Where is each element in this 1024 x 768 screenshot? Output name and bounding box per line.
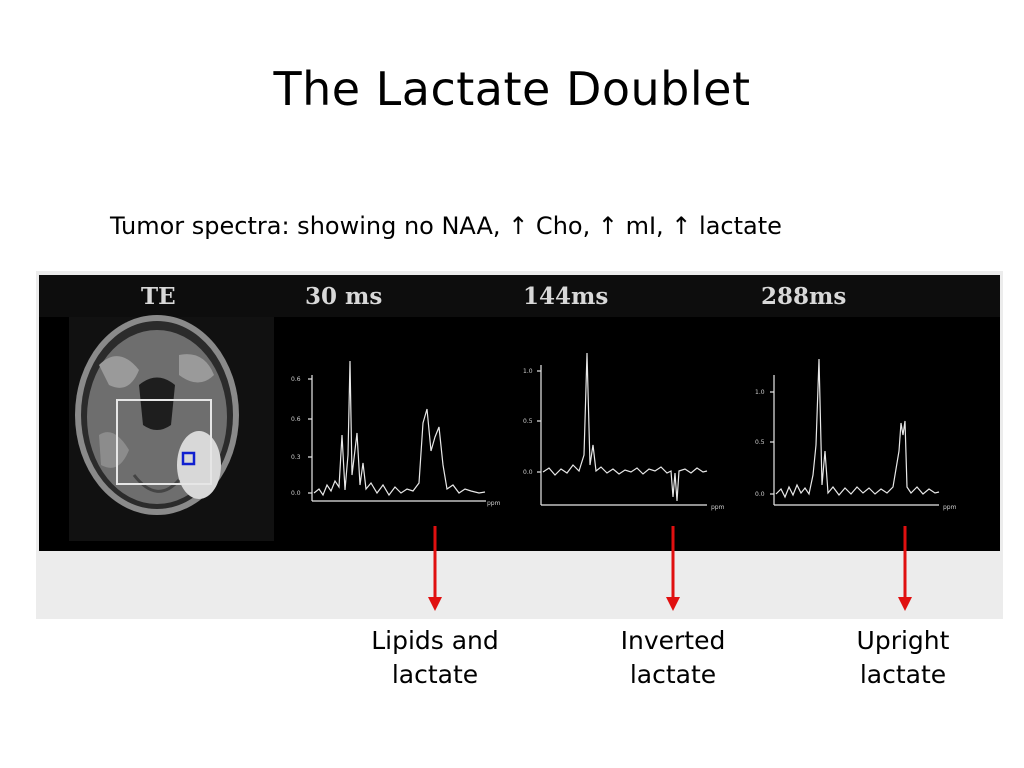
te-30-header: 30 ms — [305, 283, 383, 310]
te-288-header: 288ms — [761, 283, 847, 310]
label-inverted-lactate-line1: Inverted — [620, 626, 726, 655]
mrs-figure: TE 30 ms 144ms 288ms — [36, 271, 1003, 619]
label-lipids-lactate: Lipids and lactate — [355, 624, 515, 692]
spec1-ytick-2: 0.6 — [291, 416, 301, 423]
te-header-strip — [39, 275, 1000, 317]
arrow-lipids-lactate — [428, 526, 442, 611]
slide-title: The Lactate Doublet — [273, 62, 751, 116]
roi-voxel — [181, 451, 196, 466]
spec2-ytick-1: 1.0 — [523, 368, 533, 375]
spectrum-te-30 — [308, 360, 486, 502]
label-lipids-lactate-line2: lactate — [391, 660, 479, 689]
spec3-ytick-3: 0.0 — [755, 491, 765, 498]
spec1-xunit: ppm — [487, 500, 501, 507]
spec3-xunit: ppm — [943, 504, 957, 511]
spec2-ytick-3: 0.0 — [523, 469, 533, 476]
spec3-ytick-1: 1.0 — [755, 389, 765, 396]
label-lipids-lactate-line1: Lipids and — [371, 626, 499, 655]
te-144-header: 144ms — [523, 283, 609, 310]
slide-subtitle: Tumor spectra: showing no NAA, ↑ Cho, ↑ … — [110, 212, 782, 240]
label-upright-lactate-line2: lactate — [859, 660, 947, 689]
spec2-xunit: ppm — [711, 504, 725, 511]
arrow-upright-lactate — [898, 526, 912, 611]
label-inverted-lactate: Inverted lactate — [593, 624, 753, 692]
spectrum-te-288 — [770, 358, 940, 506]
brain-mri-image — [69, 315, 274, 541]
spectrum-te-144 — [537, 352, 708, 506]
arrow-inverted-lactate — [666, 526, 680, 611]
spec1-ytick-4: 0.0 — [291, 490, 301, 497]
spectra-graphics: 0.6 0.6 0.3 0.0 ppm 1.0 0.5 0.0 ppm — [69, 315, 957, 541]
label-upright-lactate: Upright lactate — [823, 624, 983, 692]
label-upright-lactate-line1: Upright — [856, 626, 950, 655]
te-header: TE — [141, 283, 176, 310]
spec3-ytick-2: 0.5 — [755, 439, 765, 446]
spec2-ytick-2: 0.5 — [523, 418, 533, 425]
spec1-ytick-1: 0.6 — [291, 376, 301, 383]
label-inverted-lactate-line2: lactate — [629, 660, 717, 689]
spectra-panel: TE 30 ms 144ms 288ms — [39, 275, 1000, 551]
spec1-ytick-3: 0.3 — [291, 454, 301, 461]
